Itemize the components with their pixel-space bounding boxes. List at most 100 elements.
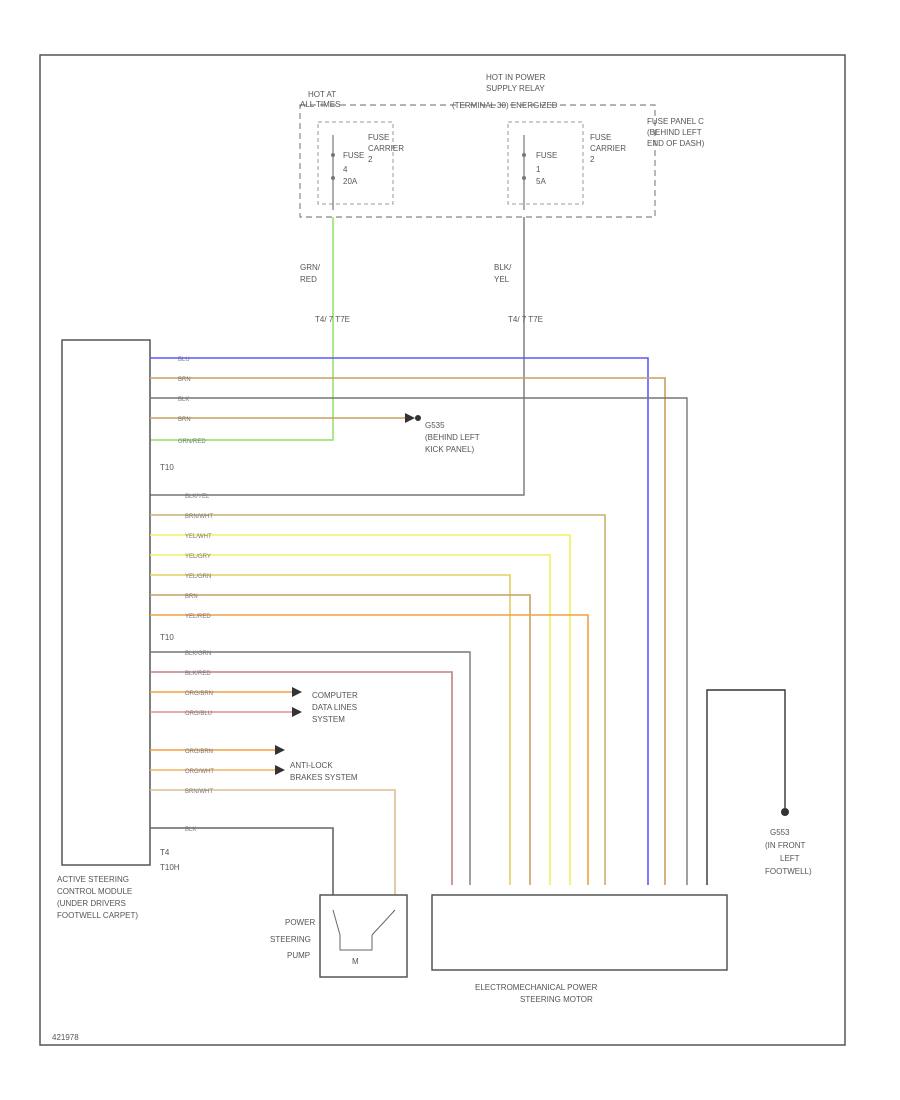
active-steering-control-module [61,339,151,866]
wire-lower-label-6: ORG/WHT [185,769,214,775]
wire-middle-label-4: YEL/GRY [185,554,211,560]
pump-m-label: M [352,957,359,966]
anti-lock-line1: ANTI-LOCK [290,761,333,770]
wire-lower-label-1: BLK/GRN [185,651,211,657]
fuse-a-line3: 20A [343,177,358,186]
wire-a-top-line1: GRN/ [300,263,321,272]
middle-harness [150,514,606,885]
wire-yel-gry [150,554,551,885]
wire-middle-label-3: YEL/WHT [185,534,212,540]
fuse-carrier-b-line3: 2 [590,155,595,164]
wire-blk-pump [150,827,334,895]
fuse-carrier-b-line1: FUSE [590,133,611,142]
wire-blk-grn [150,651,471,885]
motor-label-line1: ELECTROMECHANICAL POWER [475,983,598,992]
computer-data-lines-line2: DATA LINES [312,703,357,712]
fuse-carrier-a-line2: CARRIER [368,144,404,153]
wire-b-top-line2: YEL [494,275,510,284]
t10-bottom-line1: T4 [160,848,170,857]
t10-bottom-line2: T10H [160,863,180,872]
power-steering-pump-line3: PUMP [287,951,310,960]
control-module-line1: ACTIVE STEERING [57,875,129,884]
wire-a-top-line2: RED [300,275,317,284]
fuse-carrier-a-line1: FUSE [368,133,389,142]
wire-middle-label-1: BLK/YEL [185,494,210,500]
control-module-line4: FOOTWELL CARPET) [57,911,138,920]
fuse-b-line3: 5A [536,177,546,186]
t10-mid-label: T10 [160,633,174,642]
fuse-carrier-b-line2: CARRIER [590,144,626,153]
ground-left-kick-line1: G535 [425,421,445,430]
wire-ground-right [706,689,786,885]
ground-left-kick-line2: (BEHIND LEFT [425,433,480,442]
motor-label-line2: STEERING MOTOR [520,995,593,1004]
wire-brn-wht [150,514,606,885]
ground-right-line1: G553 [770,828,790,837]
wire-yel-wht [150,534,571,885]
wire-upper-label-3: BLK [178,397,189,403]
wire-yel-red [150,614,589,885]
wire-middle-label-6: BRN [185,594,198,600]
wire-upper-label-4: BRN [178,417,191,423]
fuse-panel-line3: END OF DASH) [647,139,705,148]
ground-right-line4: FOOTWELL) [765,867,812,876]
hot-at-all-times-line1: HOT AT [308,90,336,99]
power-steering-pump-box [319,894,408,978]
wire-blk [150,397,688,885]
ground-right-line2: (IN FRONT [765,841,806,850]
upper-harness [150,357,688,885]
wire-upper-label-5: GRN/RED [178,439,206,445]
fuse-carrier-box-a [317,121,394,205]
wire-b-top-line1: BLK/ [494,263,512,272]
anti-lock-arrows [275,745,285,775]
fuse-carrier-box-b [507,121,584,205]
wire-brn-2 [150,594,531,885]
wire-lower-label-2: BLK/RED [185,671,211,677]
wire-brn-1 [150,377,666,885]
fuse-panel-line1: FUSE PANEL C [647,117,704,126]
ground-left-kick-arrow [405,413,421,423]
connector-b-label: T4/ 7 T7E [508,315,543,324]
lower-harness [150,651,471,895]
power-steering-pump-line1: POWER [285,918,315,927]
wire-brn-wht-pump [150,789,396,895]
hot-power-relay-line2: SUPPLY RELAY [486,84,545,93]
wire-lower-label-4: ORG/BLU [185,711,212,717]
computer-data-lines-line1: COMPUTER [312,691,358,700]
fuse-carrier-a-line3: 2 [368,155,373,164]
ground-left-kick-line3: KICK PANEL) [425,445,475,454]
fuse-b [522,135,526,210]
hot-at-all-times-line2: ALL TIMES [300,100,340,109]
diagram-frame [39,54,846,1046]
control-module-line2: CONTROL MODULE [57,887,132,896]
wire-blk-red [150,671,453,885]
wire-middle-label-5: YEL/GRN [185,574,211,580]
wire-upper-label-1: BLU [178,357,190,363]
wire-middle-label-7: YEL/RED [185,614,211,620]
wire-blk-yel-feed [150,217,525,496]
fuse-a-line2: 4 [343,165,348,174]
computer-data-lines-arrows [292,687,302,717]
hot-power-relay-line3: (TERMINAL 30) ENERGIZED [452,101,558,110]
fuse-b-line2: 1 [536,165,541,174]
wire-grn-red-feed [150,217,334,441]
t10-top-label: T10 [160,463,174,472]
connector-a-label: T4/ 7 T7E [315,315,350,324]
hot-power-relay-line1: HOT IN POWER [486,73,546,82]
control-module-line3: (UNDER DRIVERS [57,899,126,908]
anti-lock-line2: BRAKES SYSTEM [290,773,358,782]
pump-motor-symbol [332,909,396,951]
wire-blu [150,357,649,885]
wire-lower-label-5: ORG/BRN [185,749,213,755]
fuse-panel-line2: (BEHIND LEFT [647,128,702,137]
wire-yel-grn [150,574,511,885]
image-id: 421978 [52,1033,79,1042]
wire-upper-label-2: BRN [178,377,191,383]
fuse-a [331,135,335,210]
wire-middle-label-2: BRN/WHT [185,514,213,520]
computer-data-lines-line3: SYSTEM [312,715,345,724]
power-steering-pump-line2: STEERING [270,935,311,944]
wire-lower-label-3: ORG/BRN [185,691,213,697]
ground-right-symbol [781,808,789,816]
